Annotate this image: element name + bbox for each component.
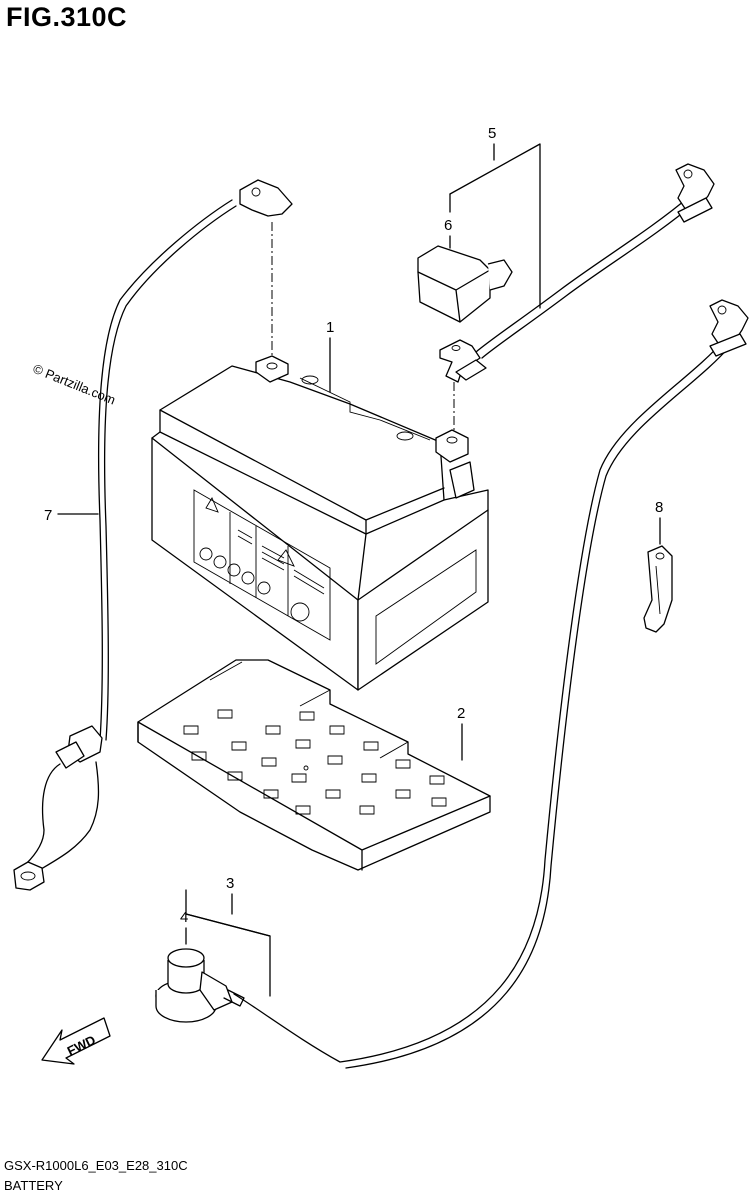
model-code: GSX-R1000L6_E03_E28_310C bbox=[4, 1158, 188, 1173]
callout-1: 1 bbox=[326, 319, 334, 336]
callout-8: 8 bbox=[655, 499, 663, 516]
callout-4: 4 bbox=[180, 909, 188, 926]
cable-clamp[interactable] bbox=[643, 545, 673, 633]
positive-battery-cable[interactable] bbox=[439, 163, 715, 383]
callout-6: 6 bbox=[444, 217, 452, 234]
figure-caption: BATTERY bbox=[4, 1178, 63, 1193]
battery-tray[interactable] bbox=[0, 659, 491, 871]
callout-7: 7 bbox=[44, 507, 52, 524]
negative-battery-cable[interactable] bbox=[233, 299, 749, 1069]
callout-5: 5 bbox=[488, 125, 496, 142]
forward-arrow-icon: FWD bbox=[41, 1017, 111, 1065]
terminal-cover-negative[interactable] bbox=[155, 948, 245, 1023]
ground-wire[interactable] bbox=[13, 179, 293, 891]
callout-3: 3 bbox=[226, 875, 234, 892]
battery[interactable] bbox=[151, 355, 489, 691]
callout-2: 2 bbox=[457, 705, 465, 722]
figure-title: FIG.310C bbox=[6, 2, 128, 32]
terminal-cover-positive[interactable] bbox=[417, 245, 513, 323]
watermark: © Partzilla.com bbox=[31, 361, 118, 408]
